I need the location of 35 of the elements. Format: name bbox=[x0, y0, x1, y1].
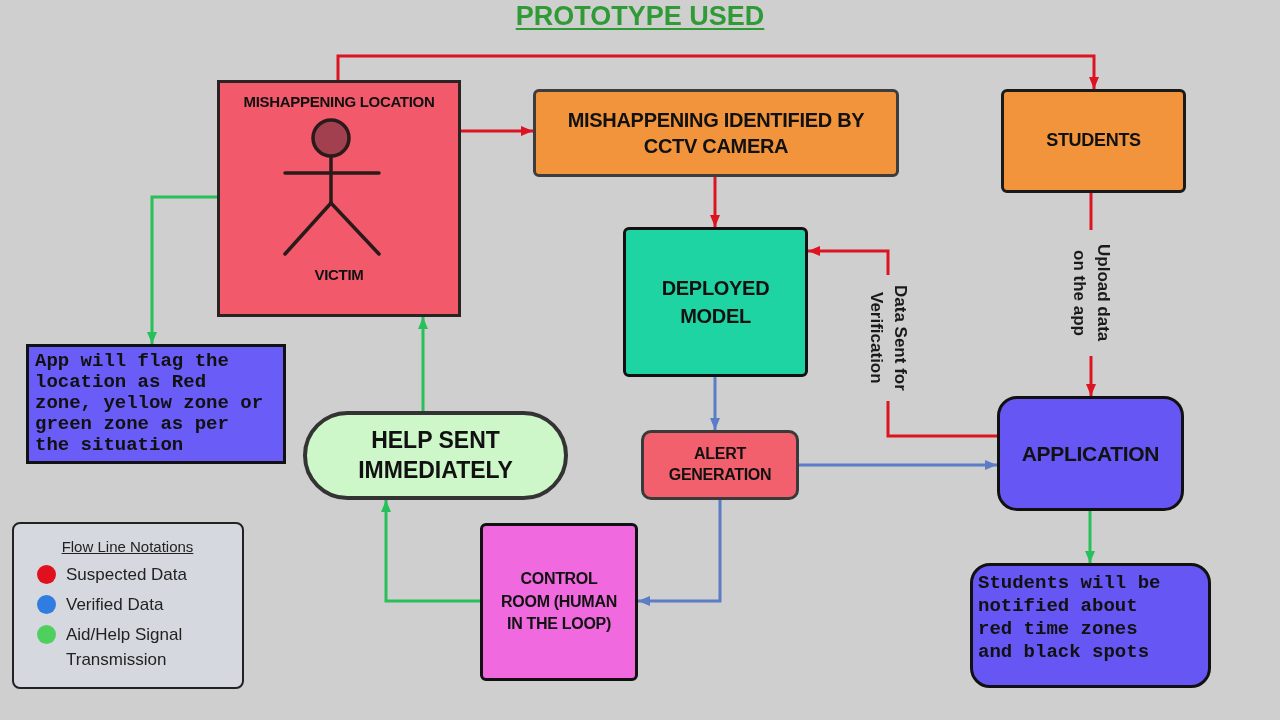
diagram-title: PROTOTYPE USED bbox=[515, 0, 765, 32]
box-label: ALERT GENERATION bbox=[667, 444, 773, 485]
box-label: MISHAPPENING LOCATION bbox=[243, 93, 435, 111]
legend-label: Verified Data bbox=[66, 594, 164, 616]
box-label: MISHAPPENING IDENTIFIED BY CCTV CAMERA bbox=[566, 108, 866, 159]
process-box bbox=[641, 430, 799, 500]
process-box bbox=[997, 396, 1184, 511]
legend-title: Flow Line Notations bbox=[61, 537, 194, 557]
flow-arrow bbox=[710, 377, 720, 430]
process-box bbox=[623, 227, 808, 377]
box-label: VICTIM bbox=[314, 266, 364, 284]
process-box bbox=[480, 523, 638, 681]
location-box bbox=[217, 80, 461, 317]
note-box bbox=[970, 563, 1211, 688]
flow-arrow bbox=[1085, 511, 1095, 563]
flow-arrow bbox=[461, 126, 533, 136]
flow-arrow bbox=[336, 54, 1099, 89]
legend-label: Suspected Data bbox=[66, 564, 187, 586]
flow-arrow bbox=[710, 177, 720, 227]
box-label: Students will be notified about red time zones and black spots bbox=[978, 572, 1162, 664]
box-label: HELP SENT IMMEDIATELY bbox=[357, 425, 514, 485]
note-box bbox=[26, 344, 286, 464]
box-label: DEPLOYED MODEL bbox=[660, 276, 771, 329]
flow-arrow bbox=[381, 500, 480, 603]
box-label: STUDENTS bbox=[1046, 129, 1141, 153]
process-box bbox=[533, 89, 899, 177]
flow-arrow bbox=[799, 460, 997, 470]
box-label: App will flag the location as Red zone, yellow zone or green zone as per the situation bbox=[35, 351, 265, 456]
process-box bbox=[1001, 89, 1186, 193]
flow-arrow bbox=[147, 195, 217, 344]
legend-label: Aid/Help Signal Transmission bbox=[66, 624, 184, 671]
flow-arrow bbox=[638, 500, 722, 606]
box-label: CONTROL ROOM (HUMAN IN THE LOOP) bbox=[500, 569, 618, 635]
flow-arrow bbox=[418, 317, 428, 411]
box-label: APPLICATION bbox=[1021, 440, 1160, 467]
